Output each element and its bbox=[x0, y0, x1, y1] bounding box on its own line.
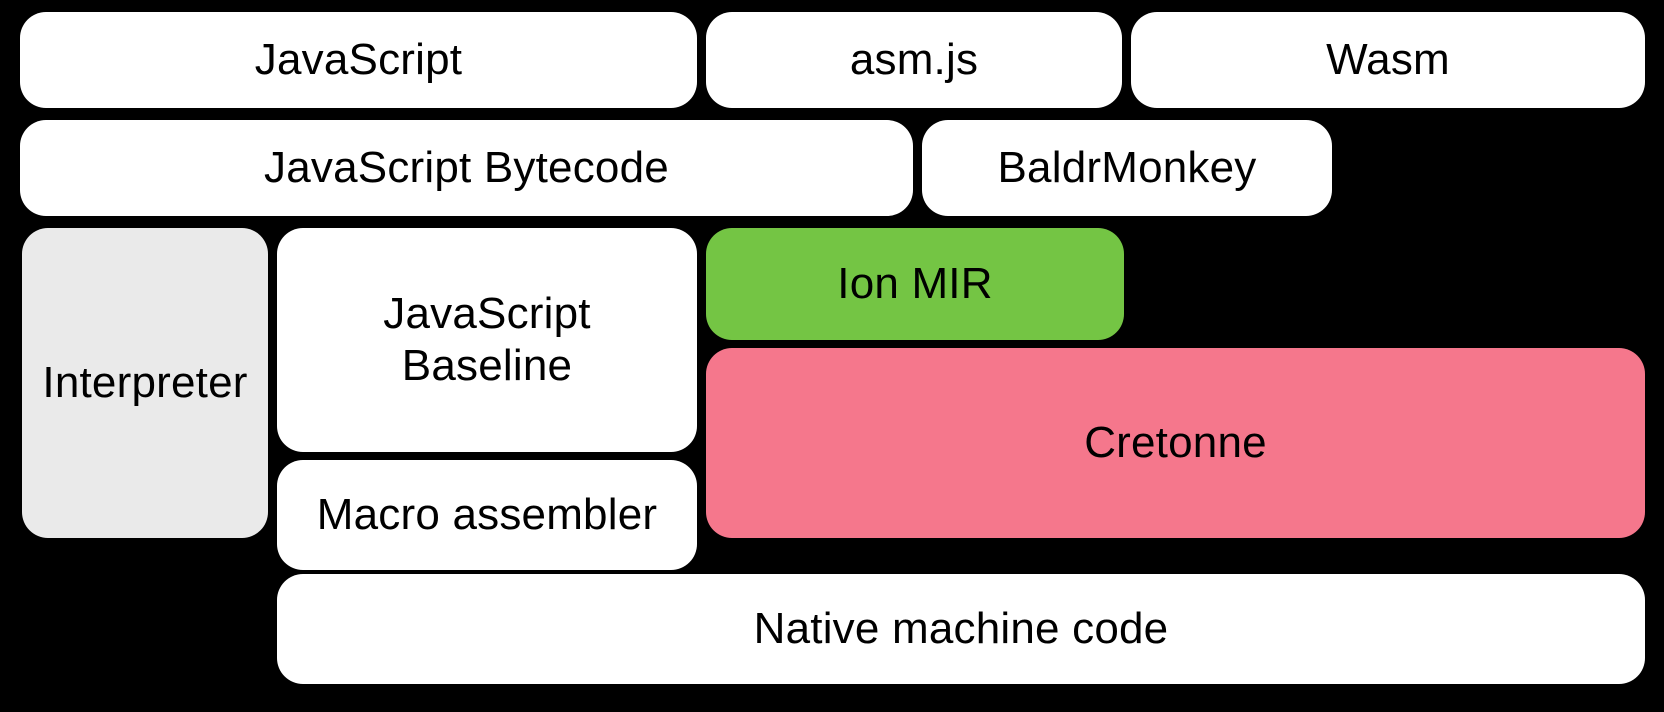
node-ion-mir: Ion MIR bbox=[706, 228, 1124, 340]
node-javascript-bytecode: JavaScript Bytecode bbox=[20, 120, 913, 216]
node-macro-assembler: Macro assembler bbox=[277, 460, 697, 570]
node-wasm: Wasm bbox=[1131, 12, 1645, 108]
node-asm-js: asm.js bbox=[706, 12, 1122, 108]
node-interpreter: Interpreter bbox=[22, 228, 268, 538]
node-javascript: JavaScript bbox=[20, 12, 697, 108]
node-cretonne: Cretonne bbox=[706, 348, 1645, 538]
node-javascript-baseline: JavaScript Baseline bbox=[277, 228, 697, 452]
node-native-machine-code: Native machine code bbox=[277, 574, 1645, 684]
node-baldrmonkey: BaldrMonkey bbox=[922, 120, 1332, 216]
